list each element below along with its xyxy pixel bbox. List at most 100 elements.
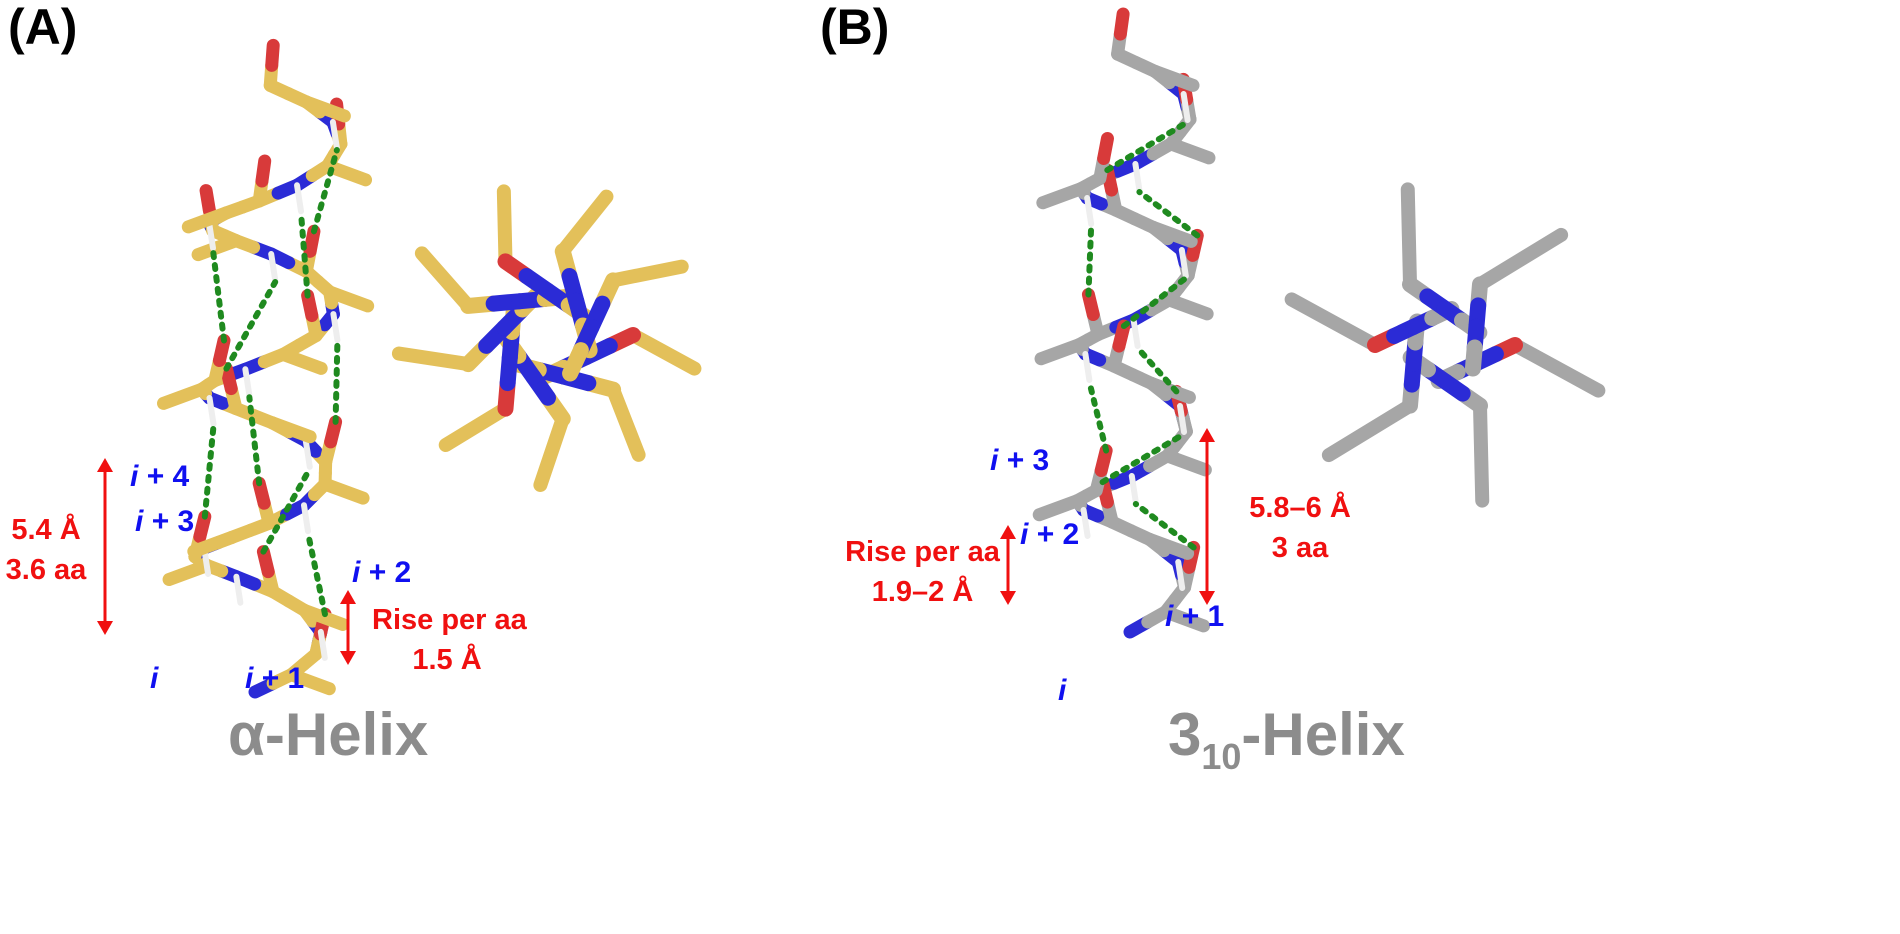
- bond: [301, 289, 319, 323]
- end-view-side-chain: [1508, 338, 1606, 398]
- hydrogen-stick: [330, 311, 341, 344]
- end-view-side-chain: [391, 346, 476, 372]
- label-i-plus-4: i + 4: [130, 460, 190, 493]
- hydrogen-bond: [1136, 189, 1201, 239]
- side-chain-stick: [265, 416, 317, 444]
- bond: [1464, 339, 1483, 377]
- hydrogen-stick: [294, 182, 305, 215]
- end-view-side-chain: [1321, 398, 1417, 463]
- alpha-rise-arrow-head-top: [340, 590, 356, 604]
- side-chain-stick: [1036, 182, 1088, 210]
- bond: [1112, 319, 1131, 353]
- hydrogen-stick: [268, 251, 279, 283]
- side-chain-stick: [157, 382, 209, 410]
- hydrogen-bond: [332, 339, 341, 425]
- end-view-side-chain: [555, 189, 614, 259]
- side-chain-stick: [191, 234, 243, 262]
- end-view-side-chain: [606, 382, 646, 462]
- hydrogen-stick: [1180, 91, 1191, 123]
- bond: [562, 342, 589, 382]
- bond: [255, 154, 272, 188]
- side-chain-stick: [1160, 449, 1212, 477]
- hydrogen-stick: [205, 219, 216, 252]
- bond: [219, 362, 238, 396]
- end-view-side-chain: [1473, 398, 1490, 508]
- bond: [324, 415, 343, 449]
- panel-a-label: (A): [8, 0, 78, 55]
- helix310-rise-value: 1.9–2 Å: [871, 576, 974, 608]
- helix310-rise-annotation: Rise per aa 1.9–2 Å: [845, 532, 1000, 612]
- label-i-plus-1-b: i + 1: [1165, 600, 1225, 633]
- bond: [1113, 7, 1130, 41]
- hydrogen-bond: [260, 465, 313, 555]
- hydrogen-bond: [1104, 119, 1191, 174]
- helix310-pitch-arrow-head-top: [1199, 428, 1215, 442]
- bond: [1100, 163, 1119, 197]
- hydrogen-stick: [1130, 317, 1141, 349]
- alpha-pitch-distance: 5.4 Å: [11, 514, 81, 546]
- hydrogen-stick: [1080, 507, 1091, 539]
- side-chain-stick: [298, 603, 350, 631]
- hydrogen-stick: [302, 437, 313, 470]
- side-chain-stick: [323, 285, 375, 313]
- side-chain-stick: [1148, 64, 1200, 92]
- hydrogen-stick: [1132, 161, 1143, 193]
- helix310-rise-label: Rise per aa: [845, 536, 1000, 568]
- hydrogen-bond: [1085, 223, 1095, 298]
- hydrogen-bond: [209, 247, 227, 344]
- label-i-b: i: [1058, 674, 1067, 707]
- end-view-side-chain: [1473, 227, 1569, 292]
- hydrogen-stick: [233, 573, 244, 606]
- bond: [199, 184, 216, 218]
- alpha-pitch-residues: 3.6 aa: [5, 554, 87, 586]
- label-i-plus-1: i + 1: [245, 662, 305, 695]
- side-chain-stick: [1146, 220, 1198, 248]
- side-chain-stick: [276, 347, 328, 375]
- end-view-side-chain: [533, 411, 570, 493]
- hydrogen-stick: [206, 395, 217, 427]
- bond: [212, 333, 231, 367]
- panel-b-label: (B): [820, 0, 890, 55]
- hydrogen-stick: [242, 366, 253, 399]
- hydrogen-stick: [1178, 247, 1189, 279]
- hydrogen-bond: [1086, 379, 1110, 454]
- alpha-rise-label: Rise per aa: [372, 604, 527, 636]
- hydrogen-stick: [1177, 403, 1188, 435]
- alpha-helix-title: α-Helix: [228, 701, 429, 768]
- helix310-pitch-residues: 3 aa: [1271, 532, 1329, 564]
- bond: [1097, 132, 1114, 166]
- end-view-side-chain: [1284, 292, 1382, 352]
- hydrogen-stick: [1082, 351, 1093, 383]
- hydrogen-bond: [1132, 501, 1197, 551]
- helix310-pitch-arrow-head-bottom: [1199, 591, 1215, 605]
- side-chain-stick: [1143, 532, 1195, 560]
- bond: [1081, 288, 1100, 322]
- end-view-side-chain: [496, 184, 513, 269]
- hydrogen-stick: [317, 628, 328, 661]
- side-chain-stick: [1032, 494, 1084, 522]
- helix310-pitch-distance: 5.8–6 Å: [1249, 492, 1351, 524]
- hydrogen-bond: [246, 394, 263, 487]
- side-chain-stick: [1164, 137, 1216, 165]
- hydrogen-stick: [1175, 559, 1186, 591]
- hydrogen-bond: [201, 423, 217, 520]
- side-chain-stick: [1034, 338, 1086, 366]
- end-view-side-chain: [626, 328, 702, 376]
- side-chain-stick: [162, 559, 214, 587]
- hydrogen-bond: [304, 530, 328, 618]
- hydrogen-bond: [298, 210, 311, 299]
- side-chain-stick: [187, 530, 239, 558]
- hydrogen-bond: [1120, 275, 1189, 330]
- hydrogen-stick: [329, 119, 340, 151]
- side-chain-stick: [299, 95, 351, 123]
- label-i: i: [150, 662, 159, 695]
- hydrogen-bond: [1134, 345, 1180, 395]
- label-i-plus-3: i + 3: [135, 505, 195, 538]
- side-chain-stick: [284, 668, 336, 696]
- hydrogen-bond: [223, 279, 279, 372]
- alpha-rise-value: 1.5 Å: [412, 644, 482, 676]
- helix310-pitch-annotation: 5.8–6 Å 3 aa: [1240, 488, 1360, 568]
- helix310-rise-arrow-head-top: [1000, 525, 1016, 539]
